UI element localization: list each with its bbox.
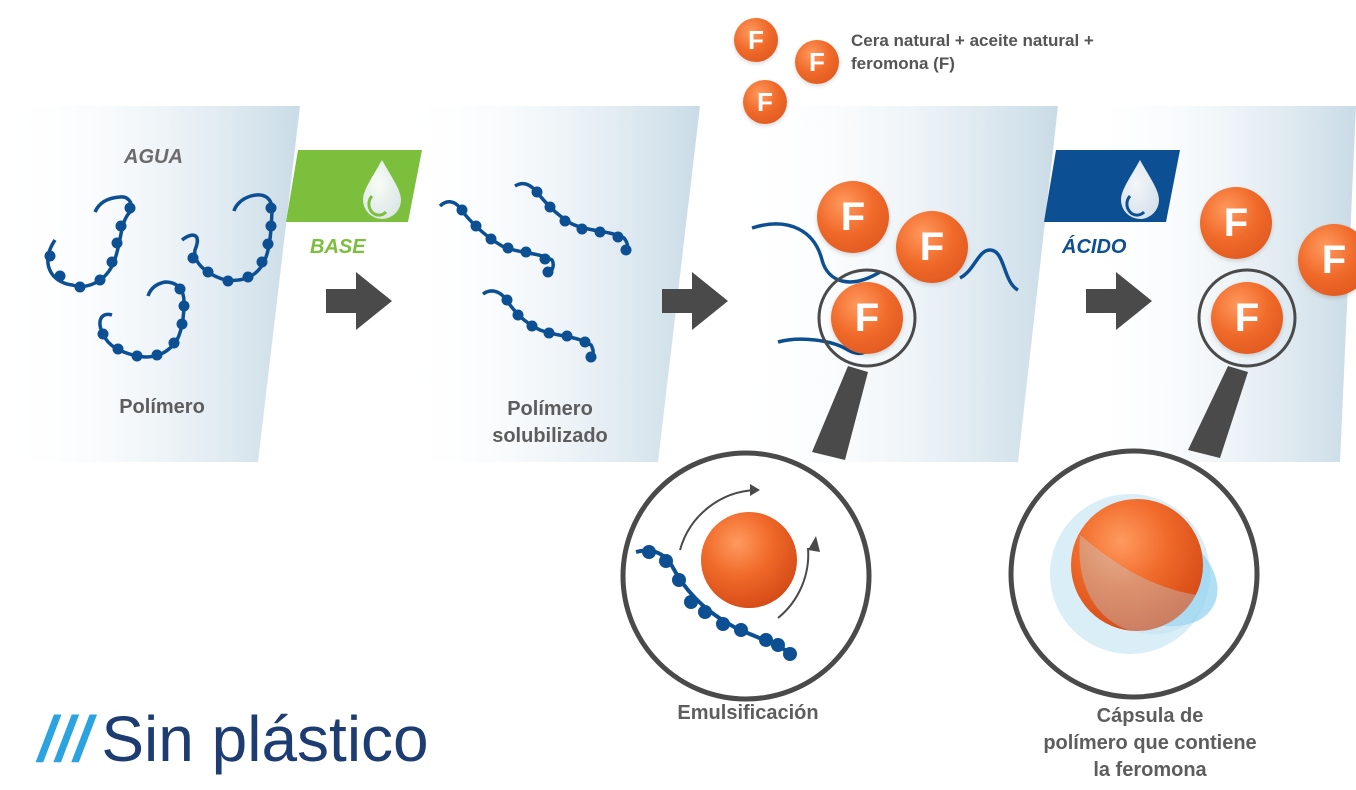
arrow-1 <box>326 272 392 330</box>
pheromone-icon-emulsion-3: F <box>831 282 903 354</box>
polymer-solubilized <box>438 181 630 362</box>
pheromone-icon-acid-2: F <box>1298 224 1356 296</box>
acid-label: ÁCIDO <box>1062 236 1127 258</box>
zoom-circle-capsule <box>1008 448 1260 700</box>
polymer-label: Polímero <box>119 396 205 418</box>
arrow-2 <box>662 272 728 330</box>
panel-base <box>400 106 700 462</box>
pheromone-icon-acid-1: F <box>1200 187 1272 259</box>
emulsification-label: Emulsificación <box>677 702 819 724</box>
polymer-beads-water <box>44 202 277 362</box>
zoom-circle-emulsion <box>620 450 872 702</box>
solubilized-polymer-label: Polímero solubilizado <box>492 398 608 447</box>
pheromone-icon-3: F <box>743 80 787 124</box>
tagline-text: Sin plástico <box>101 703 429 775</box>
zoom-leader-capsule <box>1188 366 1248 458</box>
polymer-beads-solubilized <box>456 186 632 363</box>
panel-emulsion <box>735 106 1058 462</box>
acid-tag <box>1044 150 1180 222</box>
water-label: AGUA <box>124 146 183 168</box>
highlight-ring-emulsion <box>817 268 917 368</box>
arrow-3 <box>1086 272 1152 330</box>
capsule-label: Cápsula de polímero que contiene la fero… <box>1043 705 1257 781</box>
pheromone-icon-acid-3: F <box>1211 282 1283 354</box>
pheromone-icon-emulsion-2: F <box>896 211 968 283</box>
pheromone-icon-1: F <box>734 18 778 62</box>
pheromone-icon-2: F <box>795 40 839 84</box>
tagline: ///Sin plástico <box>38 702 429 776</box>
base-tag <box>286 150 422 222</box>
highlight-ring-capsule <box>1197 268 1297 368</box>
zoom-leader-emulsion <box>812 366 868 460</box>
pheromone-icon-emulsion-1: F <box>817 181 889 253</box>
ingredients-label: Cera natural + aceite natural + feromona… <box>851 31 1094 73</box>
tagline-slashes: /// <box>38 703 92 775</box>
base-label: BASE <box>310 236 366 258</box>
panel-water <box>0 106 300 462</box>
